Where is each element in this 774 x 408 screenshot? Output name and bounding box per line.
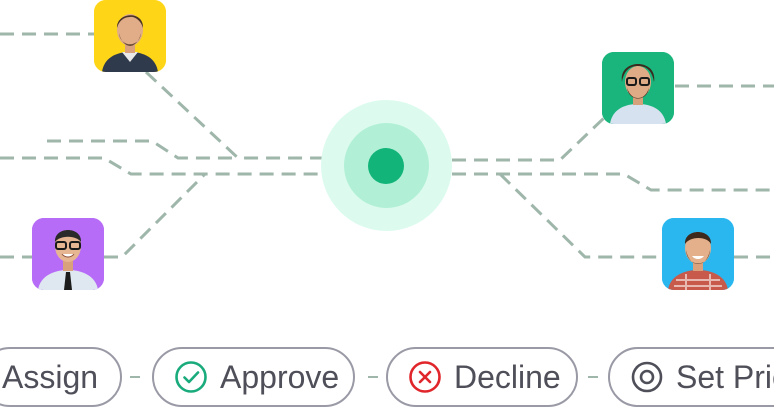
avatar-bottom-right[interactable]	[662, 218, 734, 290]
chip-connector	[588, 376, 598, 378]
avatar-bottom-left[interactable]	[32, 218, 104, 290]
x-circle-icon	[408, 360, 442, 394]
set-price-label: Set Pric	[676, 358, 774, 395]
person-photo-icon	[662, 218, 734, 290]
assign-label: Assign	[2, 358, 99, 395]
check-circle-icon	[174, 360, 208, 394]
decline-button[interactable]: Decline	[386, 347, 578, 407]
person-photo-icon	[32, 218, 104, 290]
person-photo-icon	[94, 0, 166, 72]
decline-label: Decline	[454, 358, 561, 395]
avatar-top-right[interactable]	[602, 52, 674, 124]
approve-label: Approve	[220, 358, 340, 395]
assign-button[interactable]: Assign	[0, 347, 122, 407]
approve-button[interactable]: Approve	[152, 347, 355, 407]
hub-core-dot	[368, 148, 404, 184]
target-icon	[630, 360, 664, 394]
chip-connector	[130, 376, 140, 378]
avatar-top-left[interactable]	[94, 0, 166, 72]
set-price-button[interactable]: Set Pric	[608, 347, 774, 407]
person-photo-icon	[602, 52, 674, 124]
chip-connector	[368, 376, 378, 378]
